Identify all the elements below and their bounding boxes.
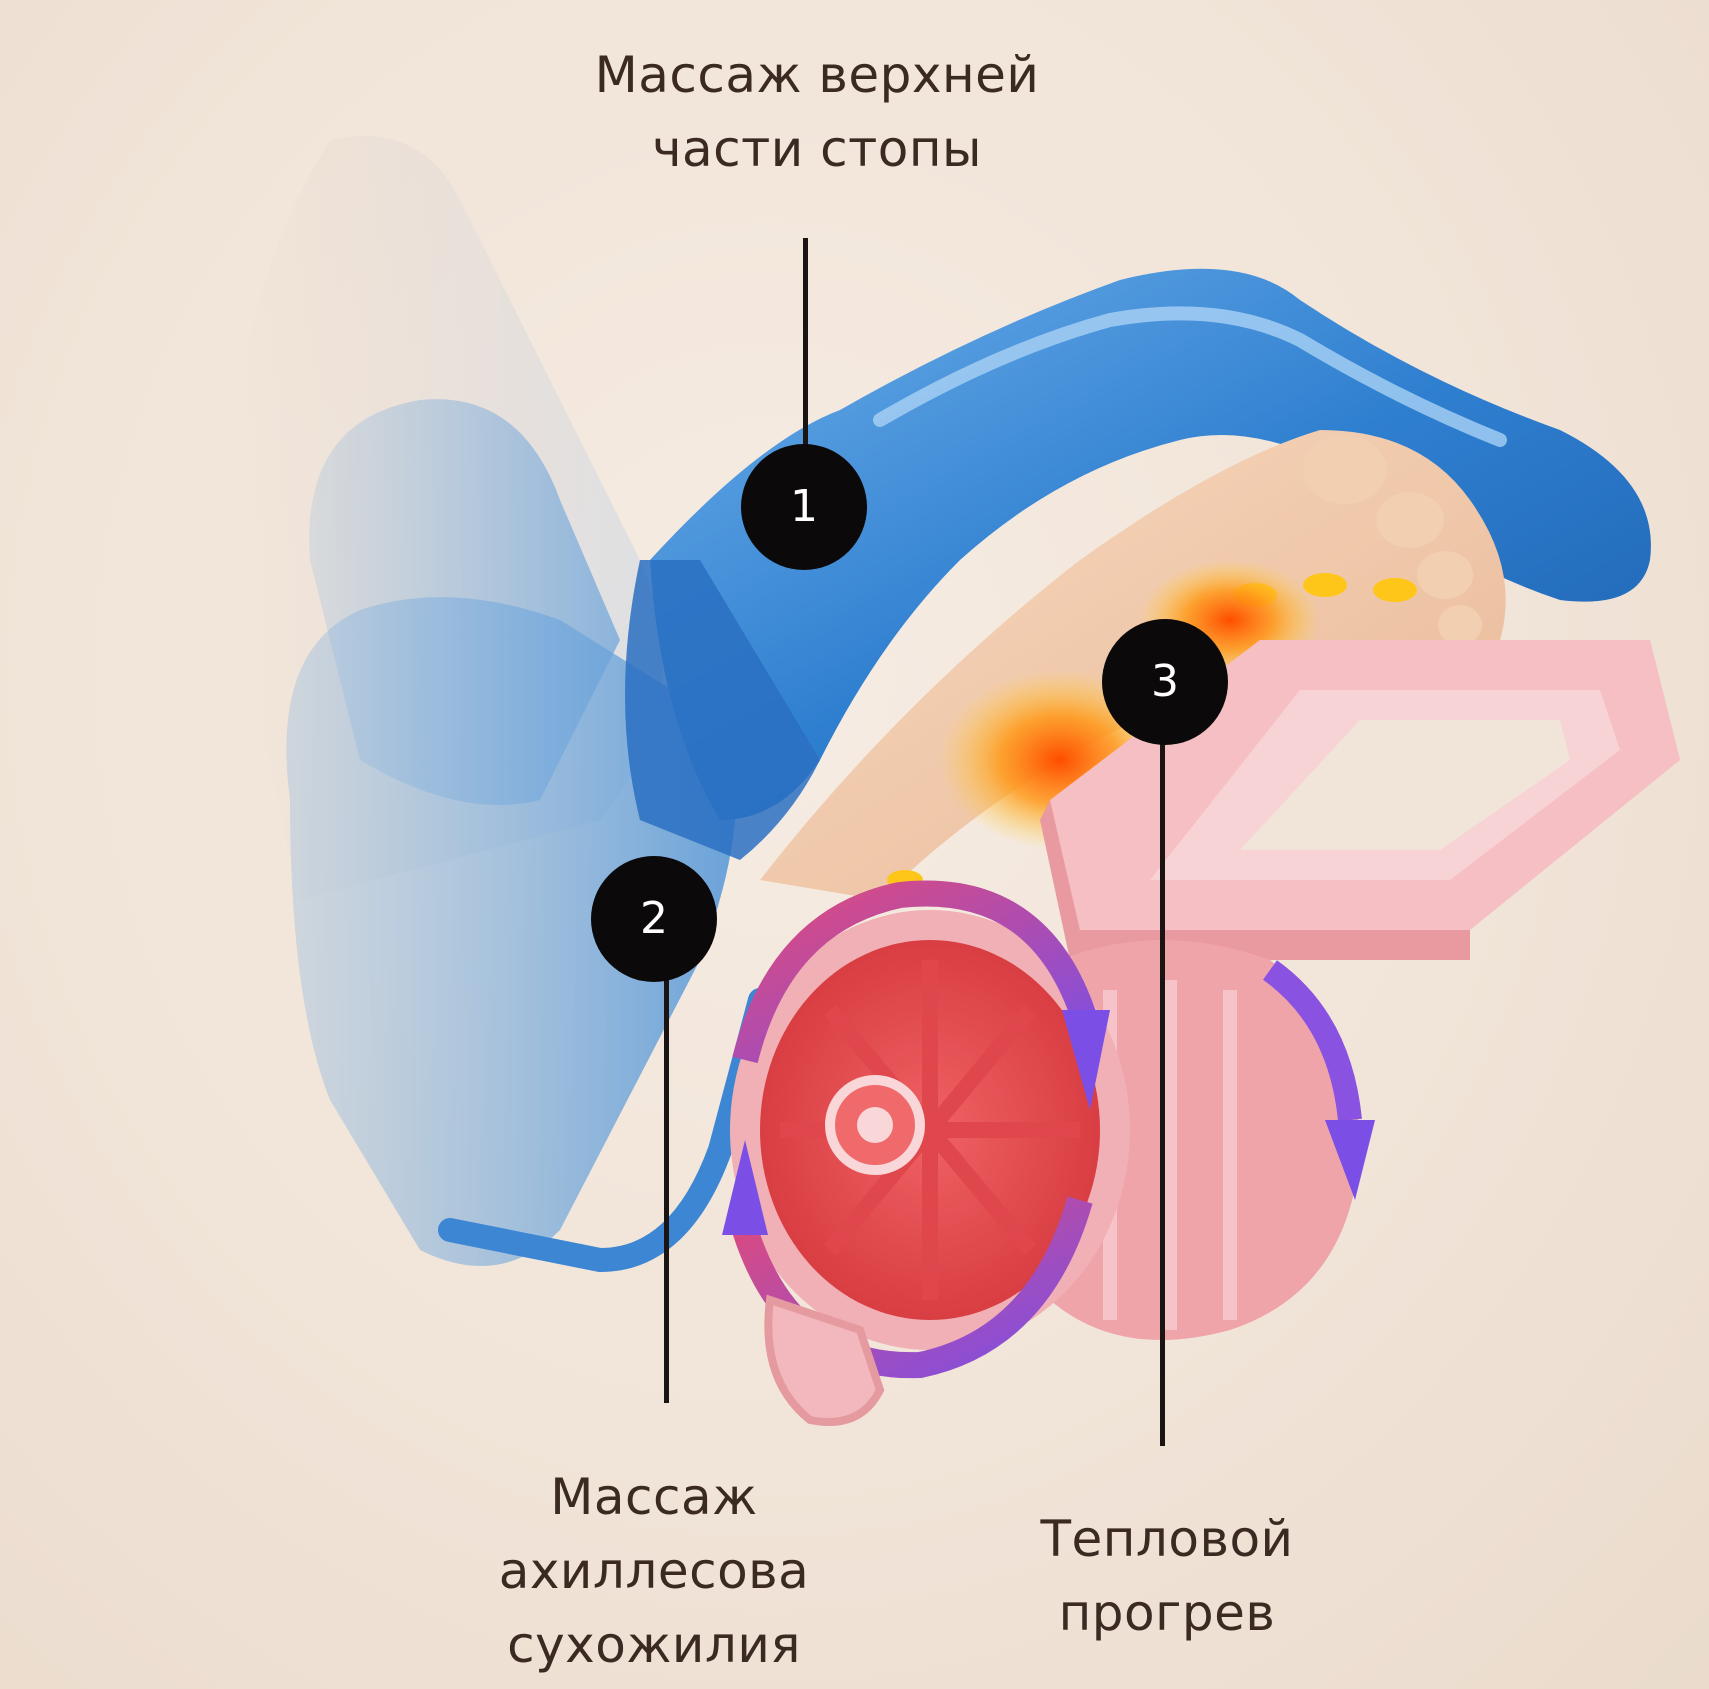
roller-hub-center	[857, 1107, 893, 1143]
rotation-arrow-icon	[1262, 960, 1362, 1122]
rotation-arrow-icon	[1325, 1120, 1375, 1200]
toe	[1376, 492, 1444, 548]
leader-line-2	[664, 975, 669, 1403]
caption-line: Тепловой	[1040, 1510, 1294, 1568]
caption-line: Массаж	[550, 1468, 758, 1526]
caption-upper-foot-massage: Массаж верхней части стопы	[517, 38, 1117, 186]
rear-roller	[1050, 940, 1360, 1340]
caption-achilles-massage: Массаж ахиллесова сухожилия	[404, 1460, 904, 1682]
foot-wrap-highlight	[873, 306, 1507, 447]
heating-frame	[1040, 640, 1680, 960]
marker-2: 2	[591, 856, 717, 982]
marker-3: 3	[1102, 619, 1228, 745]
massage-nub	[1303, 573, 1347, 597]
toe	[1417, 551, 1473, 599]
caption-line: ахиллесова	[498, 1542, 810, 1600]
caption-line: Массаж верхней	[594, 46, 1040, 104]
ankle-cuff	[286, 597, 736, 1266]
massage-nub	[1373, 578, 1417, 602]
rotation-arrow-icon	[1062, 1010, 1110, 1110]
caption-line: части стопы	[651, 120, 983, 178]
rotation-arrow-icon	[732, 880, 1098, 1064]
foot-wrap-inner	[625, 560, 820, 860]
marker-1: 1	[741, 444, 867, 570]
caption-line: сухожилия	[507, 1616, 801, 1674]
lower-clip	[764, 1294, 885, 1426]
leader-line-1	[803, 238, 808, 453]
toe	[1438, 605, 1482, 645]
front-roller-fins	[780, 960, 1080, 1300]
toe	[1303, 436, 1387, 504]
caption-heating: Тепловой прогрев	[917, 1502, 1417, 1650]
ankle-cuff-rim	[438, 988, 772, 1273]
leader-line-3	[1160, 738, 1165, 1446]
rotation-arrow-icon	[722, 1140, 768, 1235]
caption-line: прогрев	[1058, 1584, 1276, 1642]
